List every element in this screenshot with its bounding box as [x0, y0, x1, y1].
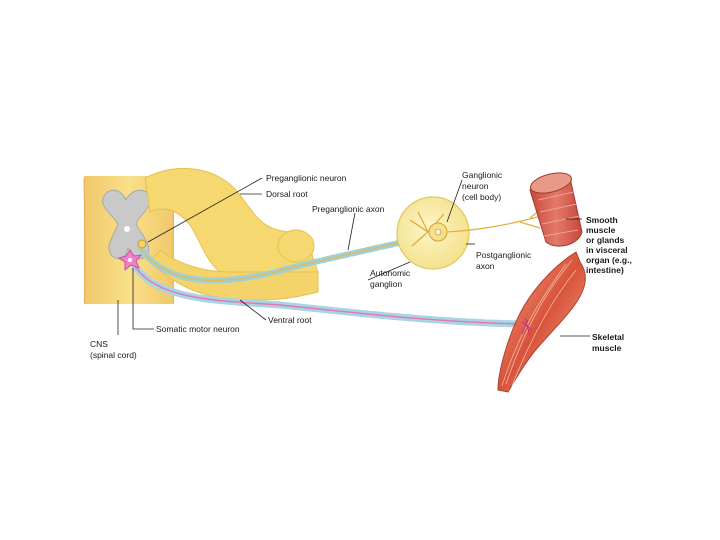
label-smooth-muscle-2: muscle: [586, 225, 616, 235]
label-smooth-muscle-4: in visceral: [586, 245, 628, 255]
autonomic-ganglion: [396, 196, 470, 270]
label-ganglionic-neuron-1: Ganglionic: [462, 170, 503, 180]
leader-lines: [117, 177, 590, 337]
central-canal: [124, 226, 130, 232]
label-autonomic-ganglion-1: Autonomic: [370, 268, 411, 278]
label-ganglionic-neuron-3: (cell body): [462, 192, 501, 202]
somatic-motor-axon: [126, 254, 524, 328]
label-cns-1: CNS: [90, 339, 108, 349]
label-postganglionic-axon-1: Postganglionic: [476, 250, 532, 260]
label-autonomic-ganglion-2: ganglion: [370, 279, 402, 289]
somatic-motor-neuron-cell-body: [118, 249, 142, 271]
label-cns-2: (spinal cord): [90, 350, 137, 360]
label-ganglionic-neuron-2: neuron: [462, 181, 489, 191]
label-dorsal-root: Dorsal root: [266, 189, 308, 199]
label-skeletal-muscle-1: Skeletal: [592, 332, 624, 342]
label-skeletal-muscle-2: muscle: [592, 343, 622, 353]
label-ventral-root: Ventral root: [268, 315, 312, 325]
label-smooth-muscle-5: organ (e.g.,: [586, 255, 632, 265]
preganglionic-axon: [137, 235, 423, 284]
skeletal-muscle: [497, 251, 586, 393]
label-preganglionic-neuron: Preganglionic neuron: [266, 173, 347, 183]
smooth-muscle-organ: [529, 172, 583, 247]
ventral-root: [149, 249, 319, 301]
label-smooth-muscle-6: intestine): [586, 265, 624, 275]
preganglionic-neuron-cell-body: [137, 239, 147, 249]
label-postganglionic-axon-2: axon: [476, 261, 495, 271]
label-preganglionic-axon: Preganglionic axon: [312, 204, 385, 214]
label-smooth-muscle-3: or glands: [586, 235, 625, 245]
label-smooth-muscle-1: Smooth: [586, 215, 618, 225]
label-somatic-motor-neuron: Somatic motor neuron: [156, 324, 240, 334]
